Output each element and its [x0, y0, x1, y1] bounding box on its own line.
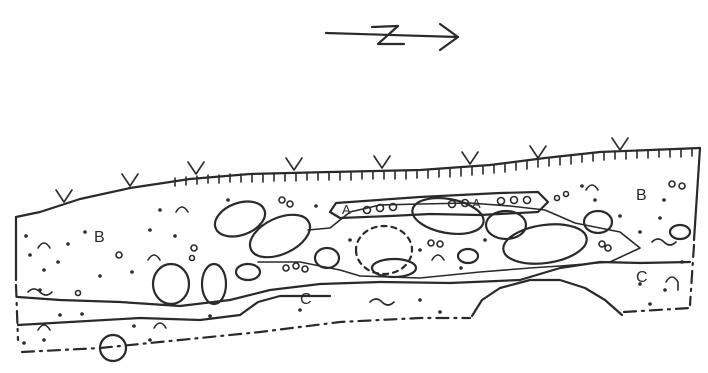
ground-surface-line [16, 148, 700, 217]
rock-mound [472, 280, 622, 316]
label-c-mid: C [300, 291, 312, 308]
clast-band-a [330, 192, 548, 218]
small-pebbles [76, 181, 686, 296]
label-a-right: A [472, 196, 481, 211]
horizon-b-c-boundary [18, 262, 690, 306]
label-a-left: A [342, 202, 351, 217]
arc-marks [28, 185, 678, 330]
bottom-dashed-line [22, 318, 470, 352]
label-c-right: C [636, 269, 648, 286]
bottom-dashed-line-right [624, 308, 690, 312]
dashed-ellipse [356, 226, 412, 274]
north-label: N [388, 19, 389, 21]
section-right-edge-dashed [690, 245, 694, 305]
label-b-right: B [636, 187, 647, 204]
north-arrow: N [326, 19, 458, 50]
section-left-edge-dashed [16, 285, 18, 340]
section-right-edge [694, 148, 700, 240]
label-b-left: B [94, 229, 105, 246]
